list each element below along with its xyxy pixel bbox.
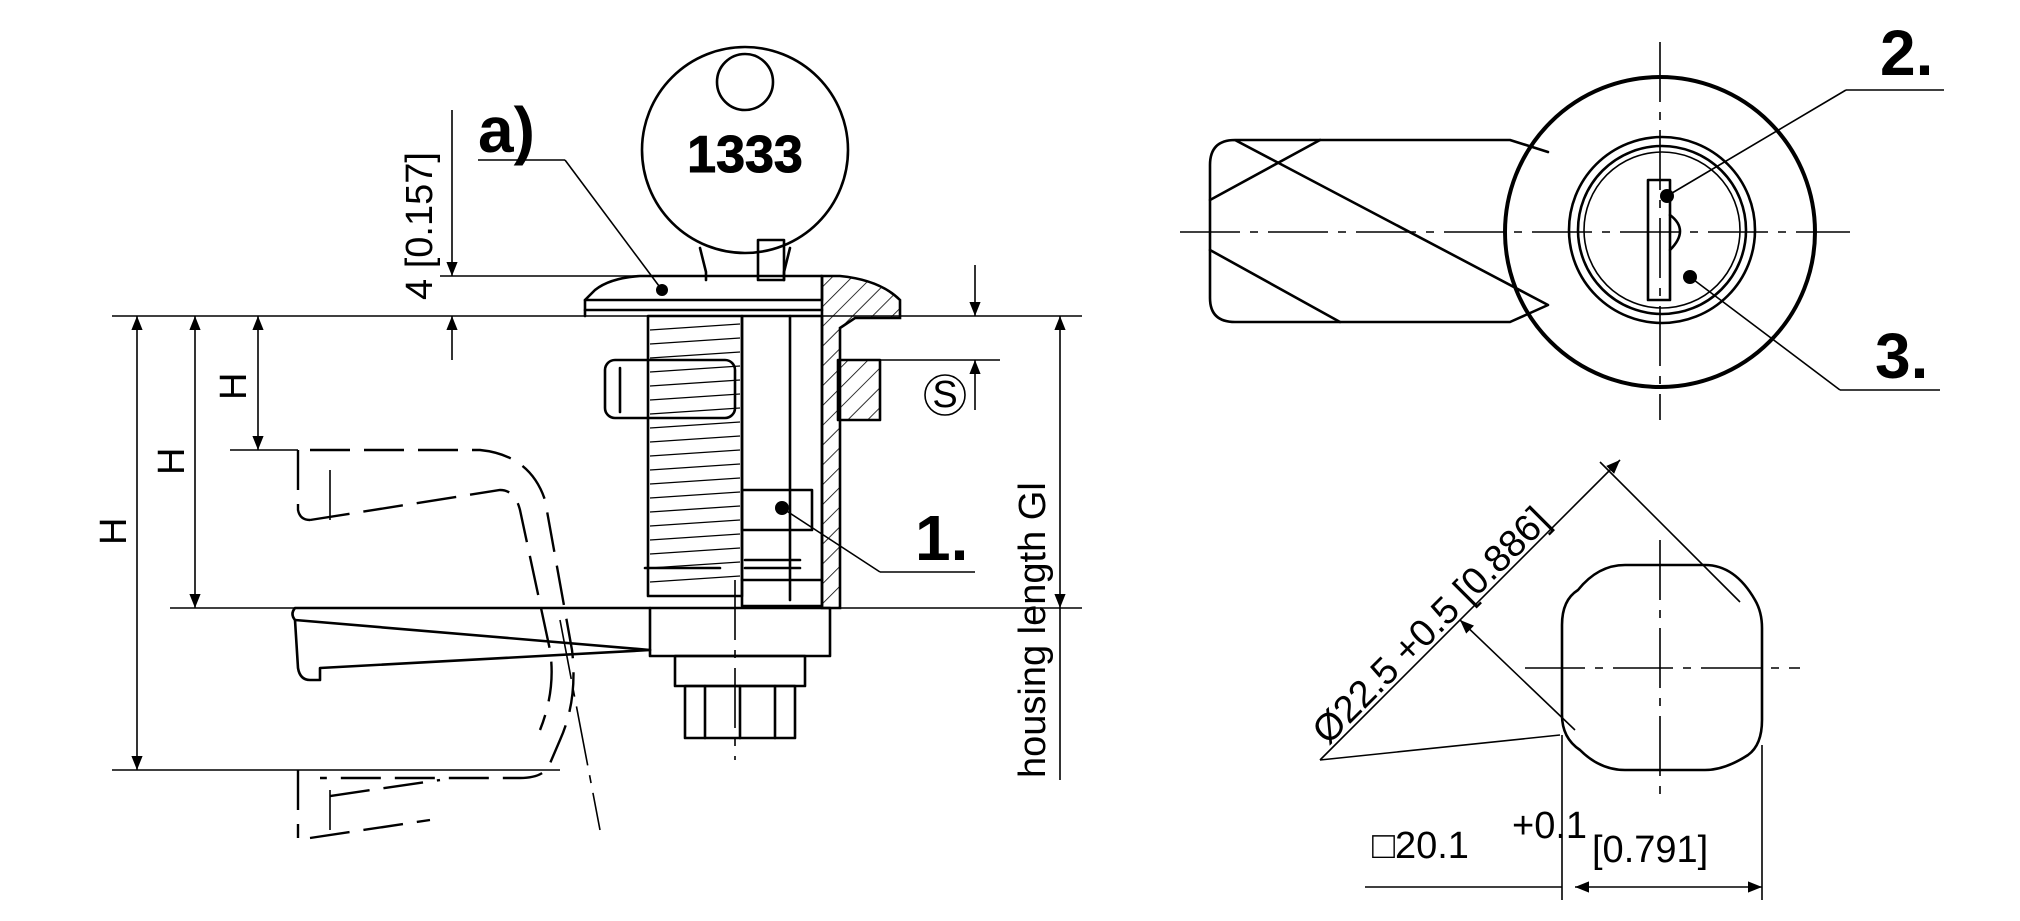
diameter-dimension: Ø22.5 +0.5 [0.886] — [1305, 499, 1558, 752]
nut — [603, 358, 737, 420]
thread-line — [649, 379, 741, 387]
square-inch: [0.791] — [1592, 829, 1708, 871]
thread-line — [649, 323, 741, 331]
key-number: 1333 — [687, 126, 803, 184]
thread-line — [649, 449, 741, 457]
thread-line — [649, 575, 741, 583]
thread-line — [649, 505, 741, 513]
thread-line — [649, 519, 741, 527]
thread-line — [649, 365, 741, 373]
thread-line — [649, 491, 741, 499]
thread-line — [649, 337, 741, 345]
threaded-body — [643, 314, 882, 608]
cam — [291, 606, 652, 682]
front-view: 2. 3. — [1180, 17, 1944, 420]
thread-line — [649, 435, 741, 443]
housing-length-label: housing length Gl — [1012, 482, 1054, 778]
callout-2: 2. — [1880, 17, 1933, 89]
keyway — [1646, 178, 1672, 302]
side-view: 1333 — [93, 45, 1082, 840]
cam-axis — [559, 619, 601, 831]
lock-cover — [583, 274, 902, 610]
thread-line — [649, 351, 741, 359]
key-icon — [640, 45, 850, 282]
lock-face-ring — [1567, 135, 1757, 325]
thread-line — [649, 421, 741, 429]
h-label-2: H — [151, 448, 193, 475]
thread-line — [649, 393, 741, 401]
cutout-view: Ø22.5 +0.5 [0.886] □20.1 +0.1 [0.791] — [1305, 459, 1800, 900]
callout-1: 1. — [915, 502, 968, 574]
h-label-3: H — [213, 373, 255, 400]
callout-a: a) — [478, 94, 535, 166]
h-label-1: H — [93, 518, 135, 545]
cam-alt-positions — [296, 448, 575, 840]
callout-3: 3. — [1875, 320, 1928, 392]
cam-fixing — [648, 606, 832, 740]
thread-line — [649, 407, 741, 415]
s-symbol: S — [932, 374, 957, 416]
cutout-outline — [1560, 563, 1764, 772]
square-dimension: □20.1 — [1372, 825, 1469, 867]
square-tolerance: +0.1 — [1512, 805, 1587, 847]
s-symbol-circle — [924, 374, 966, 416]
thread-line — [649, 547, 741, 555]
thread-line — [649, 463, 741, 471]
callout-a-dot — [656, 284, 668, 296]
thread-line — [649, 533, 741, 541]
top-offset-dimension: 4 [0.157] — [399, 152, 441, 300]
thread-line — [649, 477, 741, 485]
